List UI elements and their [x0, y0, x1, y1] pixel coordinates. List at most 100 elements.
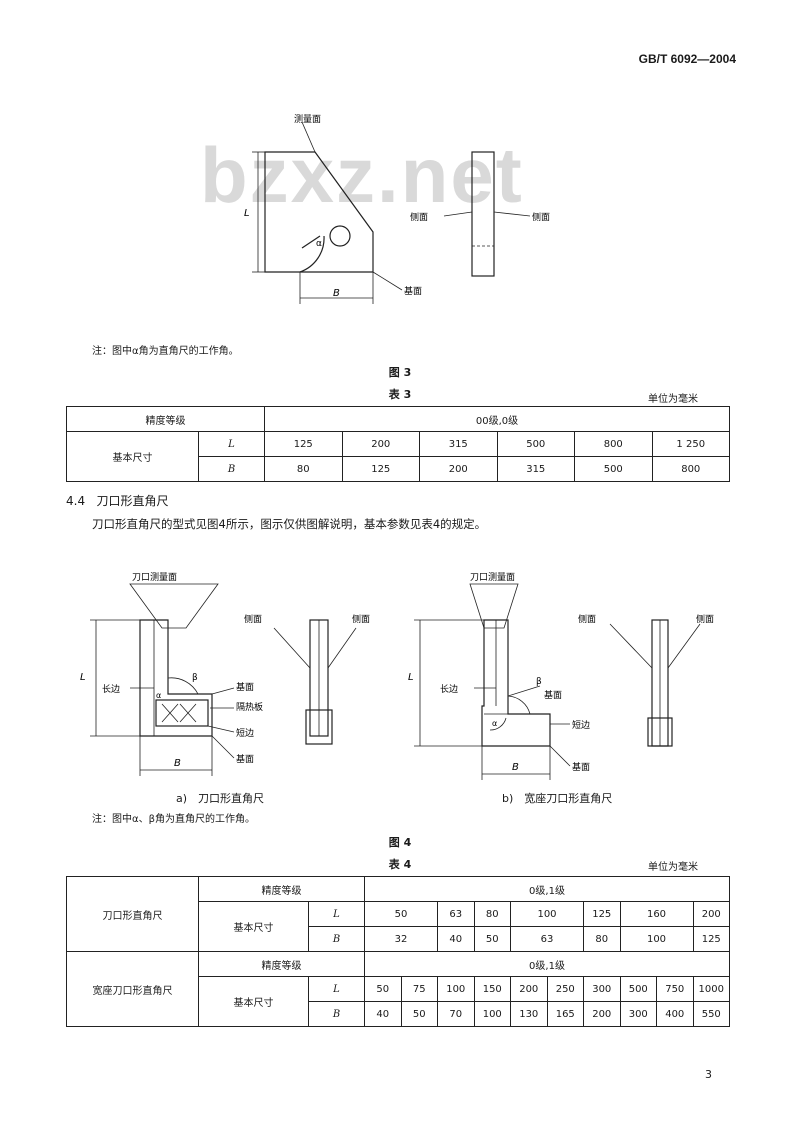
t4-block2-size-label: 基本尺寸	[198, 976, 309, 1027]
t4-cell: 32	[364, 926, 438, 952]
fig4a-label-side-face: 侧面	[244, 613, 262, 625]
t4-cell: 250	[546, 976, 584, 1002]
t4-cell: 100	[510, 901, 584, 927]
t4-cell: 500	[619, 976, 657, 1002]
fig4b-label-side-face: 侧面	[578, 613, 596, 625]
t4-cell: 63	[510, 926, 584, 952]
t4-block1-size-label: 基本尺寸	[198, 901, 309, 952]
t4-cell: 125	[692, 926, 730, 952]
t4-cell: 1000	[692, 976, 730, 1002]
fig3-label-L: L	[244, 208, 250, 219]
fig4a-label-knife-face: 刀口测量面	[132, 572, 177, 583]
t4-block2-sym-B: B	[308, 1001, 365, 1027]
fig4b-label-B: B	[512, 762, 519, 773]
t3-size-label: 基本尺寸	[66, 431, 199, 482]
t4-cell: 100	[437, 976, 475, 1002]
t3-cell: 315	[419, 431, 498, 457]
fig3-label-alpha: α	[316, 239, 322, 249]
table-4-caption: 表 4	[388, 858, 412, 871]
t4-cell: 750	[656, 976, 694, 1002]
t3-cell: 80	[264, 456, 343, 482]
fig4b-label-short-side: 短边	[572, 719, 590, 731]
fig3-hole	[329, 225, 351, 247]
t4-cell: 40	[364, 1001, 402, 1027]
section-heading: 4.4 刀口形直角尺	[66, 492, 169, 509]
page-number: 3	[705, 1068, 712, 1081]
fig3-square-body	[264, 151, 374, 273]
t3-cell: 315	[496, 456, 575, 482]
fig3-side-view	[471, 151, 495, 277]
t4-cell: 300	[583, 976, 621, 1002]
section-number: 4.4	[66, 494, 86, 508]
fig3-label-base-face: 基面	[404, 285, 422, 297]
t4-block2-grade-label: 精度等级	[198, 951, 365, 977]
t4-cell: 160	[619, 901, 694, 927]
fig4a-label-side-face2: 侧面	[352, 613, 370, 625]
t3-cell: 125	[264, 431, 343, 457]
t3-grade-value: 00级,0级	[264, 406, 730, 432]
t3-cell: 800	[651, 456, 730, 482]
t3-grade-label: 精度等级	[66, 406, 265, 432]
t4-cell: 100	[473, 1001, 511, 1027]
table-3-caption: 表 3	[388, 388, 412, 401]
t3-cell: 800	[574, 431, 653, 457]
t4-cell: 63	[437, 901, 475, 927]
t4-cell: 165	[546, 1001, 584, 1027]
t3-cell: 1 250	[651, 431, 730, 457]
figure-3-caption: 图 3	[388, 366, 412, 379]
fig3-angle-arc	[299, 235, 325, 273]
fig3-label-measure-face: 测量面	[294, 114, 321, 125]
table-4: 刀口形直角尺 精度等级 0级,1级 基本尺寸 L 50 63 80 100 12…	[66, 876, 730, 1027]
fig4a-label-long-side: 长边	[102, 683, 120, 695]
t4-cell: 80	[583, 926, 621, 952]
table-4-unit: 单位为毫米	[648, 862, 698, 873]
t4-cell: 50	[400, 1001, 438, 1027]
fig4b-label-side-face2: 侧面	[696, 613, 714, 625]
t3-sym-L: L	[198, 431, 265, 457]
t4-cell: 75	[400, 976, 438, 1002]
t4-cell: 50	[364, 976, 402, 1002]
t3-cell: 200	[341, 431, 420, 457]
fig4a-insulation-plate	[155, 699, 209, 727]
fig4a-label-L: L	[80, 672, 86, 683]
section-title: 刀口形直角尺	[96, 494, 169, 508]
fig4a-label-base-face2: 基面	[236, 753, 254, 765]
t4-block2-name: 宽座刀口形直角尺	[66, 951, 199, 1027]
fig4b-knife-face-callout	[469, 583, 519, 629]
t4-cell: 50	[364, 901, 438, 927]
table-3-unit: 单位为毫米	[648, 394, 698, 405]
t4-cell: 100	[619, 926, 694, 952]
fig4a-label-beta: β	[192, 673, 198, 683]
fig4b-label-base-face: 基面	[544, 689, 562, 701]
t4-block1-name: 刀口形直角尺	[66, 876, 199, 952]
t4-cell: 200	[583, 1001, 621, 1027]
t3-cell: 125	[341, 456, 420, 482]
fig4a-knife-face-callout	[129, 583, 219, 629]
t4-cell: 40	[437, 926, 475, 952]
t4-block1-sym-L: L	[308, 901, 365, 927]
standard-code: GB/T 6092—2004	[638, 52, 736, 66]
figure-4-caption: 图 4	[388, 836, 412, 849]
fig4b-label-base-face2: 基面	[572, 761, 590, 773]
t4-cell: 130	[510, 1001, 548, 1027]
figure-3-note: 注：图中α角为直角尺的工作角。	[92, 346, 239, 357]
t3-cell: 200	[419, 456, 498, 482]
fig4b-label-alpha: α	[492, 719, 497, 728]
t4-block2-sym-L: L	[308, 976, 365, 1002]
figure-4b-caption: b) 宽座刀口形直角尺	[502, 792, 613, 805]
t4-cell: 200	[692, 901, 730, 927]
t4-cell: 400	[656, 1001, 694, 1027]
section-text: 刀口形直角尺的型式见图4所示，图示仅供图解说明，基本参数见表4的规定。	[92, 517, 487, 531]
t4-cell: 70	[437, 1001, 475, 1027]
t3-cell: 500	[574, 456, 653, 482]
fig4a-label-base-face: 基面	[236, 681, 254, 693]
fig4b-label-beta: β	[536, 677, 542, 687]
t4-cell: 550	[692, 1001, 730, 1027]
t4-cell: 50	[473, 926, 511, 952]
figure-3-drawing: 测量面 L α B 基面 侧面 侧面	[244, 114, 550, 304]
t4-block1-sym-B: B	[308, 926, 365, 952]
fig3-label-side-face: 侧面	[410, 211, 428, 223]
figure-4-drawing: 刀口测量面 L 长边 β α 基面 隔热板 短边 基面 B 侧面 侧面 刀口测量…	[80, 572, 714, 780]
watermark: bzxz.net	[200, 131, 524, 219]
t3-cell: 500	[496, 431, 575, 457]
